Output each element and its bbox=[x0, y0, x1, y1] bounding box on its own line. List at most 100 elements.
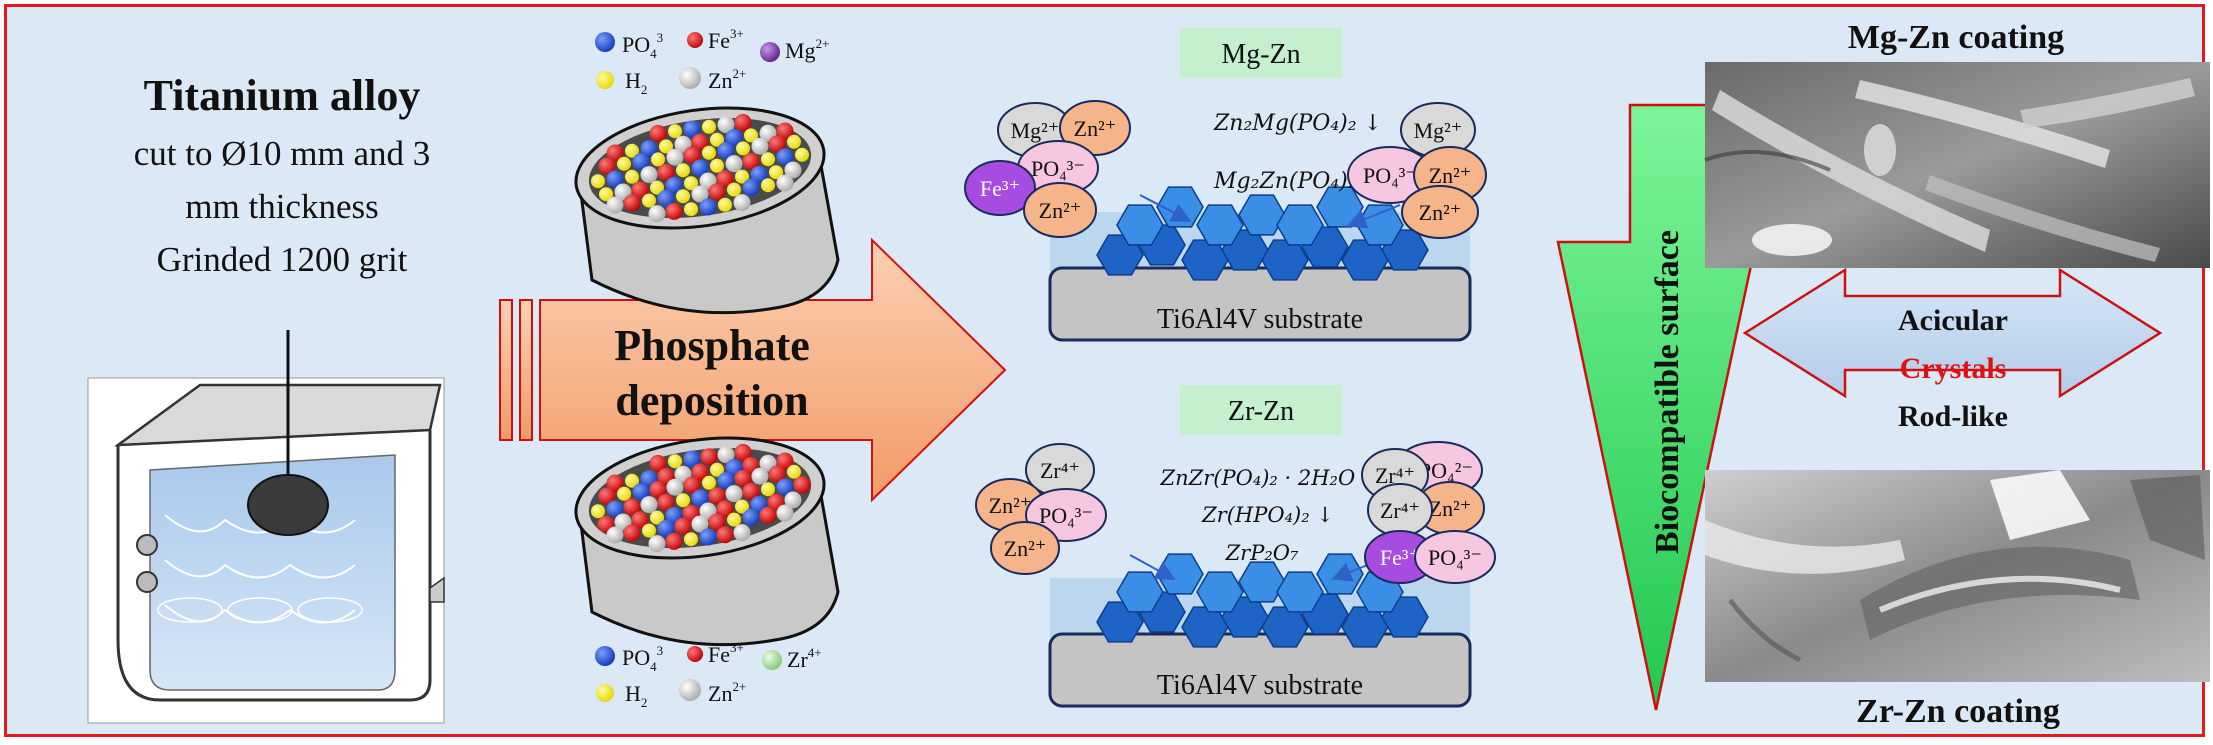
dish-ion-ball bbox=[716, 500, 734, 518]
left-line-3: Grinded 1200 grit bbox=[157, 240, 408, 279]
left-line-2: mm thickness bbox=[185, 187, 378, 226]
dish-ion-ball bbox=[727, 182, 741, 197]
dish-ion-ball bbox=[691, 463, 709, 481]
dish-ion-ball bbox=[776, 478, 794, 496]
dish-ion-ball bbox=[708, 513, 726, 531]
dish-ion-ball bbox=[742, 508, 760, 526]
dish-ion-ball bbox=[735, 499, 749, 514]
dish-ion-ball bbox=[717, 142, 735, 160]
zr-zn-left-ion-bubble bbox=[990, 521, 1060, 575]
dish-ion-ball bbox=[649, 480, 667, 498]
dish-zr-zn bbox=[574, 436, 840, 647]
dish-ion-ball bbox=[657, 493, 675, 511]
dish-ion-ball bbox=[784, 491, 802, 509]
double-arrow-line-1: Acicular bbox=[1898, 304, 2008, 337]
dish-ion-ball bbox=[591, 504, 605, 519]
crystal-hexagon bbox=[1116, 571, 1164, 613]
dish-ion-ball bbox=[795, 147, 809, 162]
svg-text:Zn2+: Zn2+ bbox=[708, 679, 746, 706]
dish-ion-ball bbox=[659, 139, 673, 154]
dish-ion-ball bbox=[751, 137, 769, 155]
svg-text:H2: H2 bbox=[625, 68, 647, 97]
dish-ion-ball bbox=[734, 469, 752, 487]
zr-zn-right-ion-bubble bbox=[1414, 530, 1496, 584]
dish-ion-ball bbox=[625, 473, 639, 488]
dish-ion-ball bbox=[700, 448, 718, 466]
mg-zn-left-ion-label: Zn²⁺ bbox=[1074, 116, 1117, 141]
dish-ion-ball bbox=[742, 482, 760, 500]
dish-ion-ball bbox=[702, 475, 716, 490]
mg-zn-left-ion-label: PO₄³⁻ bbox=[1031, 156, 1085, 181]
zr-zn-eq-2: Zr(HPO₄)₂ ↓ bbox=[1201, 503, 1334, 527]
dish-ion-ball bbox=[631, 181, 649, 199]
dish-ion-ball bbox=[776, 504, 794, 522]
dish-ion-ball bbox=[710, 462, 724, 477]
dish-ion-ball bbox=[606, 196, 624, 214]
dish-ion-ball bbox=[648, 535, 666, 553]
svg-text:Mg2+: Mg2+ bbox=[785, 36, 829, 63]
dish-ion-ball bbox=[716, 526, 734, 544]
dish-ion-ball bbox=[665, 202, 683, 220]
dish-ion-ball bbox=[710, 132, 724, 147]
dish-ion-ball bbox=[640, 496, 658, 514]
dish-ion-ball bbox=[606, 526, 624, 544]
dish-ion-ball bbox=[674, 517, 692, 535]
dish-ion-ball bbox=[606, 500, 624, 518]
dish-ion-ball bbox=[769, 165, 783, 180]
crystal-hexagon bbox=[1238, 561, 1286, 603]
mg-zn-panel: Mg-Zn Ti6Al4V substrate Zn₂Mg(PO₄)₂ ↓ Mg… bbox=[964, 28, 1487, 342]
zr-zn-eq-1: ZnZr(PO₄)₂ · 2H₂O ↓ bbox=[1160, 466, 1380, 490]
left-title: Titanium alloy bbox=[144, 71, 421, 120]
dish-ion-ball bbox=[617, 156, 631, 171]
dish-ion-ball bbox=[623, 524, 641, 542]
dish-ion-ball bbox=[699, 198, 717, 216]
dish-ion-ball bbox=[725, 129, 743, 147]
mg-zn-left-ion-label: Zn²⁺ bbox=[1039, 198, 1082, 223]
dish-ion-ball bbox=[606, 170, 624, 188]
dish-ion-ball bbox=[684, 176, 698, 191]
dish-ion-ball bbox=[632, 483, 650, 501]
zr-zn-left-ion-label: Zn²⁺ bbox=[989, 493, 1032, 518]
dish-ion-ball bbox=[676, 189, 690, 204]
dish-ion-ball bbox=[623, 194, 641, 212]
dish-ion-ball bbox=[642, 193, 656, 208]
dish-ion-ball bbox=[718, 197, 732, 212]
svg-text:PO43: PO43 bbox=[622, 30, 663, 61]
dish-ion-ball bbox=[657, 519, 675, 537]
dish-ion-ball bbox=[683, 476, 701, 494]
double-arrow bbox=[1742, 267, 2163, 399]
dish-ion-ball bbox=[683, 450, 701, 468]
dish-ion-ball bbox=[691, 185, 709, 203]
dish-ion-ball bbox=[625, 169, 639, 184]
mg-zn-right-ion-bubble bbox=[1401, 185, 1479, 239]
svg-text:PO43: PO43 bbox=[622, 643, 663, 674]
dish-ion-ball bbox=[735, 169, 749, 184]
dish-ion-ball bbox=[736, 141, 750, 156]
zr-zn-substrate bbox=[1048, 632, 1472, 708]
dish-ion-ball bbox=[650, 180, 664, 195]
dish-ion-ball bbox=[691, 515, 709, 533]
zr-zn-right-ion-label: Zn²⁺ bbox=[1429, 496, 1472, 521]
mg-zn-tag-label: Mg-Zn bbox=[1221, 39, 1300, 70]
dish-ion-ball bbox=[617, 486, 631, 501]
zr-zn-right-ion-label: PO₄³⁻ bbox=[1428, 545, 1482, 570]
dish-ion-ball bbox=[787, 464, 801, 479]
dish-ion-ball bbox=[683, 120, 701, 138]
dish-ion-ball bbox=[666, 478, 684, 496]
dish-ion-ball bbox=[691, 133, 709, 151]
zr-zn-right-ion-label: Zr⁴⁺ bbox=[1380, 498, 1420, 523]
dish-ion-ball bbox=[648, 205, 666, 223]
dish-ion-ball bbox=[591, 174, 605, 189]
dish-ion-ball bbox=[744, 128, 758, 143]
dish-ion-ball bbox=[710, 158, 724, 173]
zr-zn-left-ion-label: PO₄³⁻ bbox=[1039, 503, 1093, 528]
legend-top: PO43 Fe3+ Mg2+ H2 Zn2+ bbox=[595, 26, 829, 97]
dish-ion-ball bbox=[649, 454, 667, 472]
mg-zn-right-ion-label: PO₄³⁻ bbox=[1363, 163, 1417, 188]
dish-ion-ball bbox=[683, 146, 701, 164]
svg-text:H2: H2 bbox=[625, 681, 647, 710]
crystal-hexagon bbox=[1196, 204, 1244, 246]
sem-image-mg-zn bbox=[1704, 62, 2210, 268]
dish-mg-zn bbox=[574, 106, 840, 315]
dish-ion-ball bbox=[640, 166, 658, 184]
